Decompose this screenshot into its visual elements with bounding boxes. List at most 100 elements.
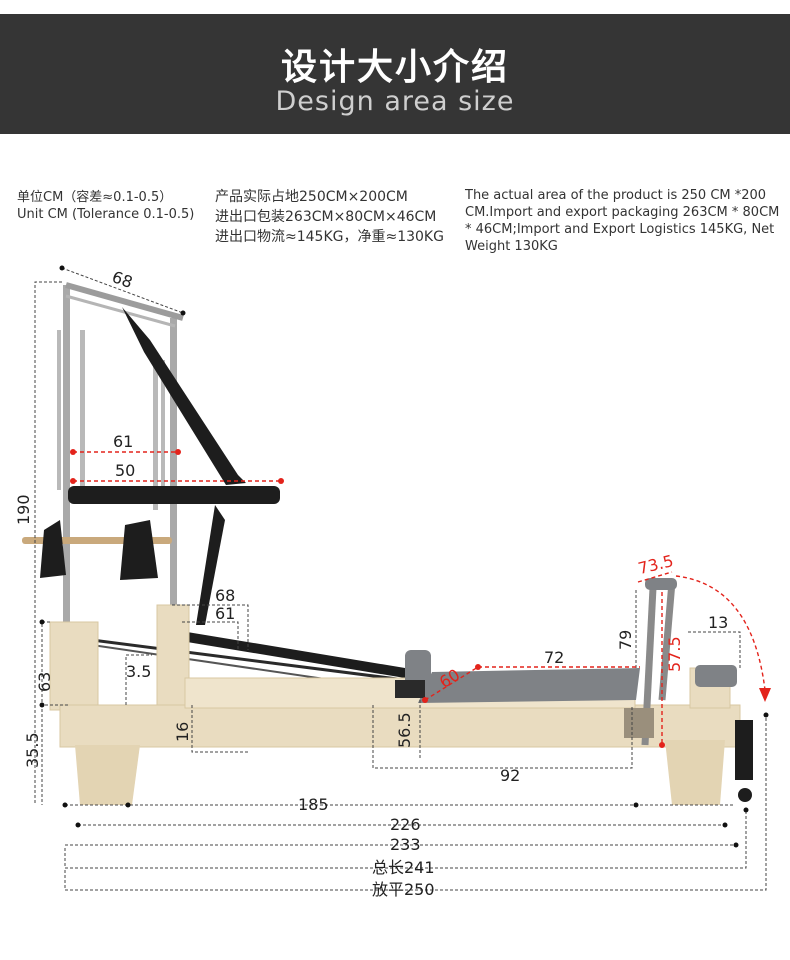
- dot: [59, 265, 65, 271]
- strap-black: [175, 630, 405, 678]
- reformer-machine: [22, 282, 753, 805]
- dim-line-92: [372, 705, 633, 769]
- frame-post-mid: [156, 604, 190, 706]
- unit-spec: 单位CM（容差≈0.1-0.5） Unit CM (Tolerance 0.1-…: [17, 189, 194, 223]
- unit-en: Unit CM (Tolerance 0.1-0.5): [17, 207, 195, 222]
- footbar-bracket: [624, 708, 654, 738]
- dim-line-13: [688, 631, 741, 668]
- dot: [475, 664, 481, 670]
- desc-en-line: CM.Import and export packaging 263CM * 8…: [465, 205, 780, 220]
- header-banner: [0, 14, 790, 134]
- red-dimension-lines: [73, 451, 766, 745]
- dim-line-73-5: [637, 571, 673, 583]
- frame-leg-left: [75, 745, 140, 805]
- footbar-post: [658, 581, 676, 701]
- label-185: 185: [298, 795, 329, 814]
- label-13: 13: [708, 613, 728, 632]
- dim-line-3-5: [125, 654, 152, 705]
- dim-line-68-side: [172, 604, 249, 650]
- wheel: [738, 788, 752, 802]
- dot: [633, 802, 639, 808]
- tower-post-right: [170, 318, 177, 640]
- package-cn: 进出口包装263CM×80CM×46CM: [215, 209, 437, 225]
- desc-en-line: Weight 130KG: [465, 239, 558, 254]
- arrow-head: [759, 688, 771, 702]
- label-226: 226: [390, 815, 421, 834]
- dot: [659, 742, 665, 748]
- dim-line-61-side: [182, 621, 239, 650]
- rope: [91, 638, 406, 682]
- dot: [39, 619, 45, 625]
- dim-line-16: [191, 705, 250, 753]
- dim-line-63: [41, 621, 50, 805]
- dim-line-250: [64, 715, 767, 891]
- tower-top-rail: [65, 294, 176, 328]
- label-16: 16: [173, 722, 192, 742]
- unit-cn: 单位CM（容差≈0.1-0.5）: [17, 190, 173, 205]
- label-63: 63: [35, 672, 54, 692]
- dot: [70, 449, 76, 455]
- footbar-swing-arc: [675, 575, 766, 691]
- standing-platform-pad: [695, 665, 737, 687]
- dot: [70, 478, 76, 484]
- label-92: 92: [500, 766, 520, 785]
- label-57-5: 57.5: [665, 636, 684, 672]
- label-190: 190: [14, 494, 33, 525]
- label-73-5: 73.5: [636, 551, 675, 578]
- dot: [422, 697, 428, 703]
- dim-line-60: [424, 666, 479, 701]
- dimension-lines: [34, 267, 767, 891]
- foot-loop-right: [120, 520, 158, 580]
- spring: [57, 330, 61, 490]
- frame-post-left: [49, 621, 99, 711]
- dot: [763, 712, 769, 718]
- hanging-strap: [122, 307, 246, 485]
- dot: [75, 822, 81, 828]
- dot: [62, 802, 68, 808]
- dot: [39, 702, 45, 708]
- spring: [161, 360, 165, 500]
- title-english: Design area size: [275, 86, 515, 117]
- carriage-pad: [418, 668, 640, 703]
- label-50-bar: 50: [115, 461, 135, 480]
- footbar-bar: [645, 578, 677, 590]
- label-3-5: 3.5: [126, 662, 151, 681]
- hanging-strap: [196, 505, 225, 625]
- size-spec-cn: 产品实际占地250CM×200CM 进出口包装263CM×80CM×46CM 进…: [215, 187, 444, 247]
- label-61-side: 61: [215, 604, 235, 623]
- dot: [125, 802, 131, 808]
- desc-en-line: * 46CM;Import and Export Logistics 145KG…: [465, 222, 775, 237]
- label-233: 233: [390, 835, 421, 854]
- size-spec-en: The actual area of the product is 250 CM…: [465, 187, 779, 255]
- endpoint-dots: [39, 265, 769, 848]
- tower-post-left: [63, 285, 70, 625]
- spring: [153, 360, 158, 510]
- red-dots: [70, 449, 771, 748]
- dot: [175, 449, 181, 455]
- label-68-side: 68: [215, 586, 235, 605]
- frame-leg-right: [665, 740, 725, 805]
- desc-en-line: The actual area of the product is 250 CM…: [465, 188, 767, 203]
- label-35-5: 35.5: [23, 732, 42, 768]
- title-chinese: 设计大小介绍: [280, 47, 509, 88]
- rear-gear: [735, 720, 753, 780]
- label-250: 放平250: [372, 880, 435, 899]
- dot: [180, 310, 186, 316]
- label-61-frame: 61: [113, 432, 133, 451]
- dot: [722, 822, 728, 828]
- dim-line-190: [34, 281, 62, 805]
- label-56-5: 56.5: [395, 712, 414, 748]
- carriage-headrest-base: [395, 680, 425, 698]
- label-241: 总长241: [372, 858, 435, 877]
- spring: [80, 330, 85, 490]
- area-cn: 产品实际占地250CM×200CM: [215, 189, 408, 205]
- label-79: 79: [616, 630, 635, 650]
- logistics-cn: 进出口物流≈145KG，净重≈130KG: [215, 229, 444, 245]
- label-68-top: 68: [110, 267, 136, 292]
- foot-loop-left: [40, 520, 66, 578]
- dot: [743, 807, 749, 813]
- push-through-bar: [68, 486, 280, 504]
- dot: [733, 842, 739, 848]
- label-72: 72: [544, 648, 564, 667]
